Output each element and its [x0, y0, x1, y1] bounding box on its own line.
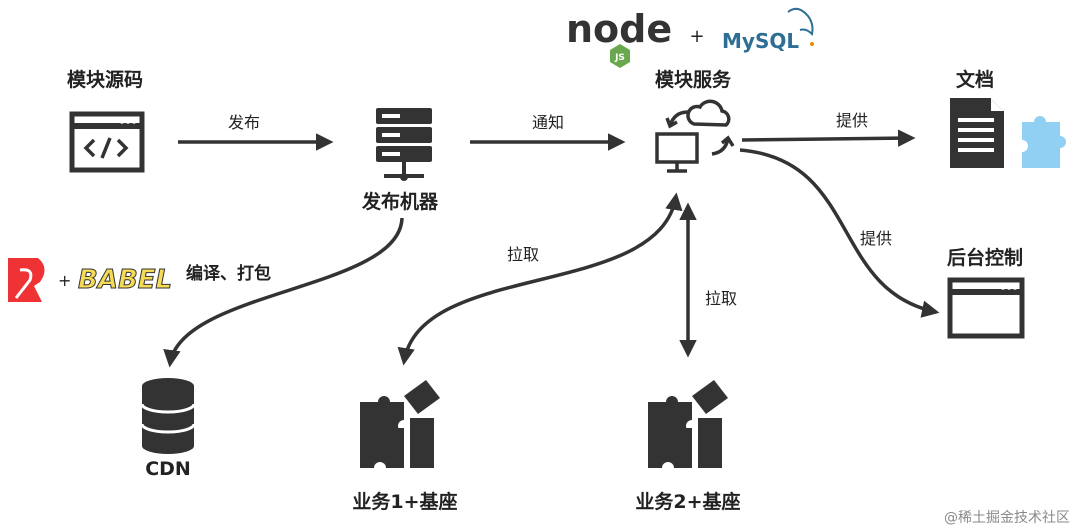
puzzle-icon	[1022, 116, 1066, 168]
arrow-pull-1	[397, 192, 683, 366]
server-icon	[376, 108, 432, 181]
babel-logo: BABEL	[78, 265, 172, 295]
watermark: @稀土掘金技术社区	[944, 510, 1070, 526]
edge-label-publish: 发布	[228, 113, 260, 132]
arrow-provide-console	[739, 148, 940, 318]
node-label-publisher: 发布机器	[361, 190, 439, 213]
arrow-to-cdn	[163, 217, 404, 368]
svg-text:JS: JS	[614, 53, 625, 63]
svg-text:node: node	[566, 7, 672, 51]
node-label-console: 后台控制	[947, 246, 1023, 269]
arrow-provide-docs	[741, 129, 916, 147]
edge-label-pull-2: 拉取	[705, 289, 737, 308]
edge-label-pull-1: 拉取	[507, 245, 539, 264]
node-label-biz2: 业务2+基座	[635, 490, 740, 513]
database-icon	[140, 378, 196, 454]
node-label-service: 模块服务	[655, 68, 732, 91]
monitor-cloud-sync-icon	[655, 99, 735, 173]
browser-window-icon	[947, 277, 1025, 339]
code-window-icon	[69, 111, 145, 173]
edge-label-provide-console: 提供	[860, 229, 892, 248]
node-label-source: 模块源码	[67, 68, 143, 91]
mysql-logo: MySQL	[722, 7, 814, 53]
puzzle-pieces-icon-2	[648, 380, 728, 468]
build-plus: +	[58, 271, 71, 290]
svg-text:MySQL: MySQL	[722, 29, 799, 53]
puzzle-pieces-icon-1	[360, 380, 440, 468]
node-label-cdn: CDN	[145, 458, 191, 480]
rollup-icon	[8, 258, 45, 302]
build-text: 编译、打包	[186, 263, 271, 284]
nodejs-logo: node JS	[566, 7, 672, 68]
tech-plus: +	[689, 26, 704, 47]
node-label-docs: 文档	[956, 68, 994, 91]
node-label-biz1: 业务1+基座	[352, 490, 457, 513]
edge-label-provide-docs: 提供	[836, 111, 868, 130]
document-icon	[950, 98, 1004, 168]
edge-label-notify: 通知	[532, 113, 564, 132]
